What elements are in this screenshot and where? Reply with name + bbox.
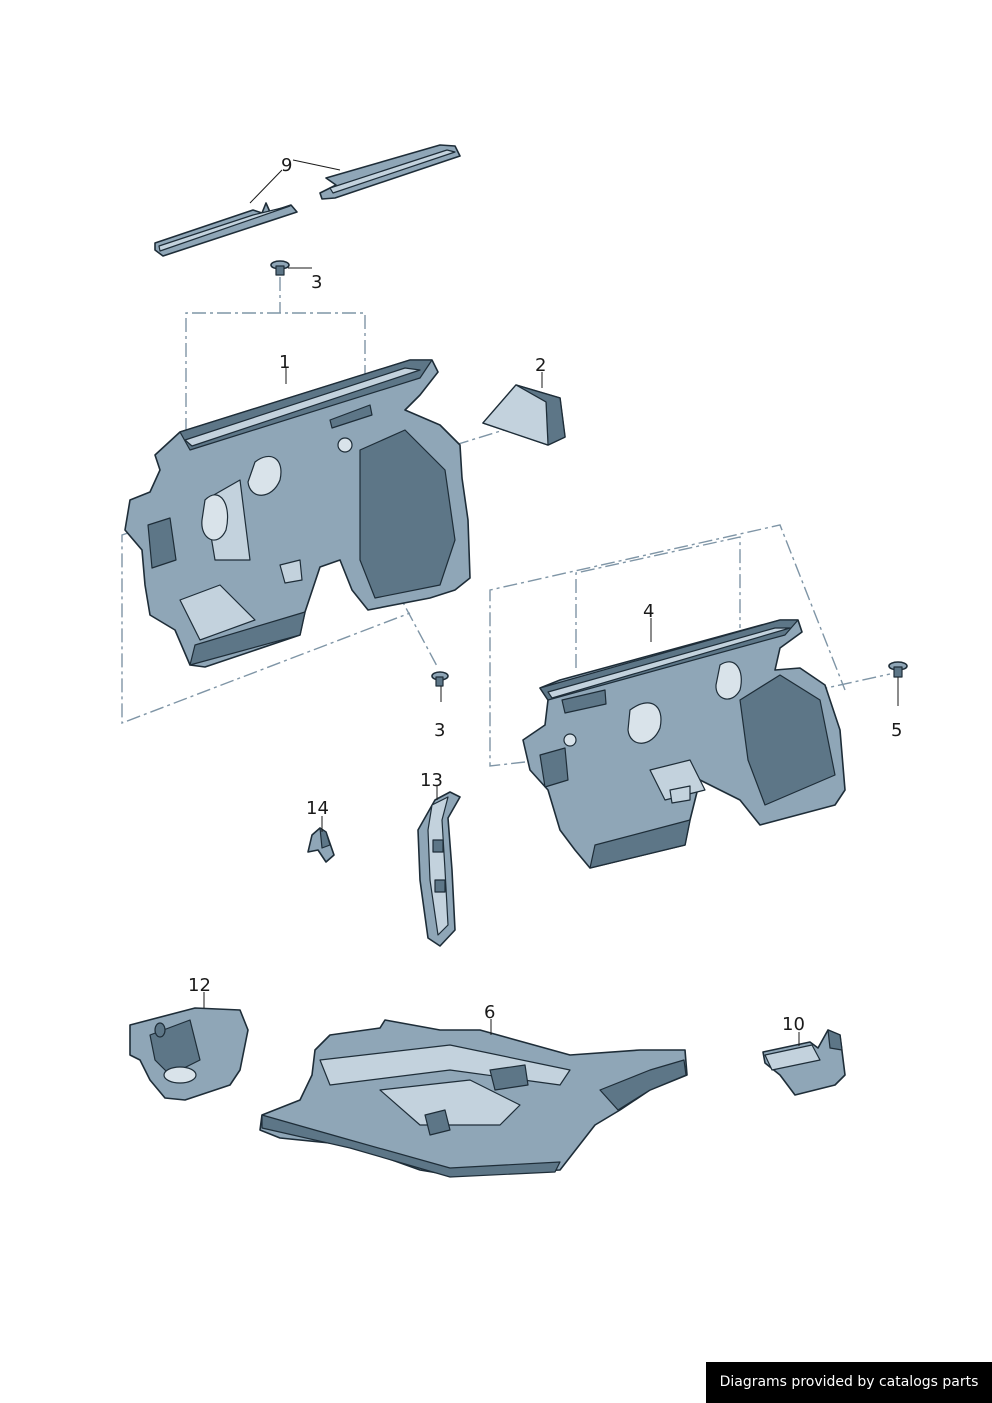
part-2-foam-block: [482, 384, 566, 446]
callout-13: 13: [420, 770, 443, 791]
callout-10: 10: [782, 1014, 805, 1035]
part-14-clip: [307, 827, 335, 863]
part-1-bulkhead-insulation: [124, 359, 471, 668]
part-4-bulkhead-insulation: [522, 619, 846, 869]
callout-3-middle: 3: [434, 720, 445, 741]
callout-4: 4: [643, 601, 654, 622]
callout-2: 2: [535, 355, 546, 376]
part-3-clip-top: [270, 260, 290, 276]
part-10-bracket-insulation: [762, 1029, 846, 1096]
credit-banner: Diagrams provided by catalogs parts: [706, 1362, 992, 1403]
part-3-clip-middle: [431, 671, 449, 687]
leader-lines: [203, 159, 899, 1046]
part-6-floor-insulation: [259, 1019, 688, 1178]
part-13-vertical-strip: [417, 791, 461, 947]
callout-12: 12: [188, 975, 211, 996]
callout-3-top: 3: [311, 272, 322, 293]
callout-9: 9: [281, 155, 292, 176]
part-5-clip: [888, 661, 908, 678]
callout-5: 5: [891, 720, 902, 741]
part-12-insulation-piece: [129, 1007, 249, 1101]
callout-1: 1: [279, 352, 290, 373]
callout-labels: 9 3 1 2 4 3 5 13 14 12 6 10: [188, 155, 902, 1035]
callout-6: 6: [484, 1002, 495, 1023]
part-9-insulation-strips: [154, 144, 461, 257]
callout-14: 14: [306, 798, 329, 819]
